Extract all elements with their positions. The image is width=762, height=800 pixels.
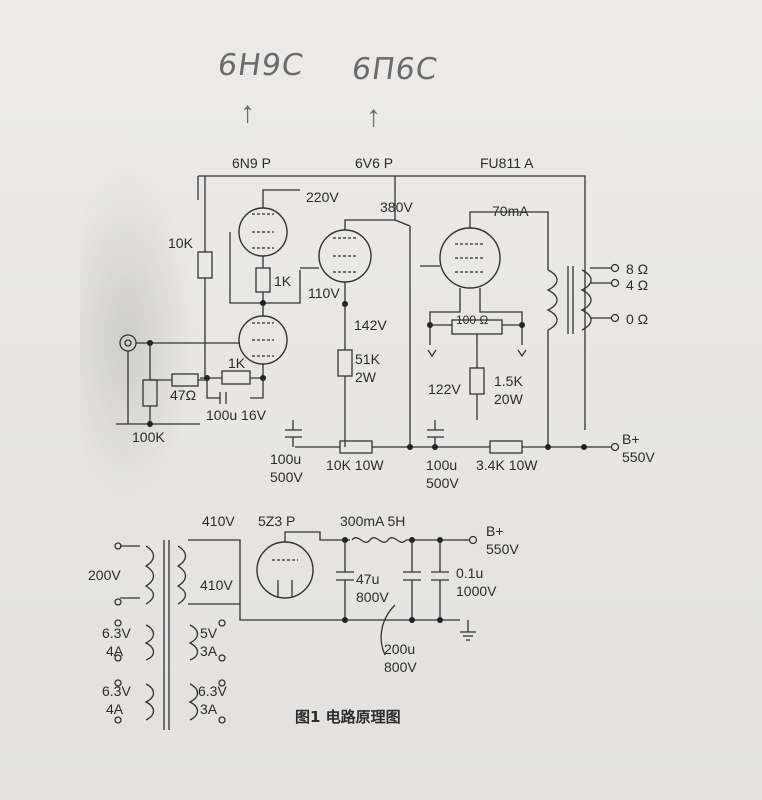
label-bplus-bottom-voltage: 550V (486, 541, 519, 557)
resistor-1k-plate (255, 267, 271, 293)
label-0-1u: 0.1u (456, 565, 484, 581)
label-100ohm: 100 Ω (456, 313, 489, 327)
label-secondary-3a: 3A (200, 643, 218, 659)
label-primary-200v: 200V (88, 567, 121, 583)
handwritten-arrow-left: ↑ (240, 96, 255, 129)
resistor-10k (197, 251, 213, 279)
label-3-4k-10w: 3.4K 10W (476, 457, 538, 473)
figure-caption: 图1 电路原理图 (295, 708, 401, 726)
tube-6n9-upper (238, 207, 288, 257)
cap-100u-b (427, 420, 444, 447)
label-410v-mid: 410V (200, 577, 233, 593)
cap-0-1u (431, 540, 449, 620)
tube-fu811 (439, 227, 501, 289)
label-secondary-3a-b: 3A (200, 701, 218, 717)
label-220v: 220V (306, 189, 339, 205)
label-200u: 200u (384, 641, 416, 657)
output-transformer (546, 263, 620, 334)
label-0-1u-voltage: 1000V (456, 583, 497, 599)
label-70ma: 70mA (492, 203, 529, 219)
label-100k: 100K (132, 429, 165, 445)
choke-inductor (351, 537, 407, 543)
label-tube-5z3p: 5Z3 P (258, 513, 296, 529)
label-secondary-6-3v: 6.3V (198, 683, 227, 699)
label-200u-voltage: 800V (384, 659, 417, 675)
label-tube-6v6p: 6V6 P (355, 155, 394, 171)
resistor-3-4k-10w (489, 440, 523, 454)
tube-6n9-lower (238, 315, 288, 365)
label-100u-b: 100u (426, 457, 458, 473)
label-choke: 300mA 5H (340, 513, 406, 529)
label-47u: 47u (356, 571, 380, 587)
label-heater1-current: 4A (106, 643, 124, 659)
label-10k: 10K (168, 235, 193, 251)
label-heater2-voltage: 6.3V (102, 683, 131, 699)
resistor-1-5k (469, 367, 485, 395)
label-47ohm: 47Ω (170, 387, 197, 403)
label-secondary-5v: 5V (200, 625, 218, 641)
label-100u-a-voltage: 500V (270, 469, 303, 485)
label-tube-fu811a: FU811 A (480, 155, 534, 171)
scan-shadow (80, 165, 195, 505)
label-1-5k: 1.5K (494, 373, 523, 389)
tube-5z3 (256, 541, 314, 599)
label-bplus-top-voltage: 550V (622, 449, 655, 465)
label-110v: 110V (308, 285, 340, 301)
label-tap-4ohm: 4 Ω (626, 277, 649, 293)
label-380v: 380V (380, 199, 413, 215)
label-heater1-voltage: 6.3V (102, 625, 131, 641)
label-1k-plate: 1K (274, 273, 292, 289)
tube-6v6 (318, 229, 372, 283)
label-410v-top: 410V (202, 513, 235, 529)
label-100u-a: 100u (270, 451, 302, 467)
input-jack (119, 334, 137, 352)
label-tap-8ohm: 8 Ω (626, 261, 649, 277)
cap-100u-a (285, 420, 302, 447)
label-tap-0ohm: 0 Ω (626, 311, 649, 327)
label-bplus-bottom: B+ (486, 523, 504, 539)
label-51k-watts: 2W (355, 369, 376, 385)
cap-47u (336, 540, 354, 620)
resistor-51k (337, 349, 353, 377)
label-heater2-current: 4A (106, 701, 124, 717)
resistor-100k (142, 379, 158, 407)
label-142v: 142V (354, 317, 387, 333)
label-1-5k-watts: 20W (494, 391, 523, 407)
label-10k-10w: 10K 10W (326, 457, 384, 473)
label-bplus-top: B+ (622, 431, 640, 447)
label-47u-voltage: 800V (356, 589, 389, 605)
ground-symbol (460, 620, 476, 641)
label-tube-6n9p: 6N9 P (232, 155, 271, 171)
label-100u-b-voltage: 500V (426, 475, 459, 491)
resistor-1k-cathode (221, 370, 251, 385)
cap-200u (403, 540, 421, 620)
label-122v: 122V (428, 381, 461, 397)
label-1k-cathode: 1K (228, 355, 246, 371)
label-51k: 51K (355, 351, 380, 367)
resistor-47ohm (171, 373, 199, 387)
handwritten-arrow-right: ↑ (366, 100, 381, 133)
power-transformer (114, 540, 226, 730)
label-100u-16v: 100u 16V (206, 407, 266, 423)
